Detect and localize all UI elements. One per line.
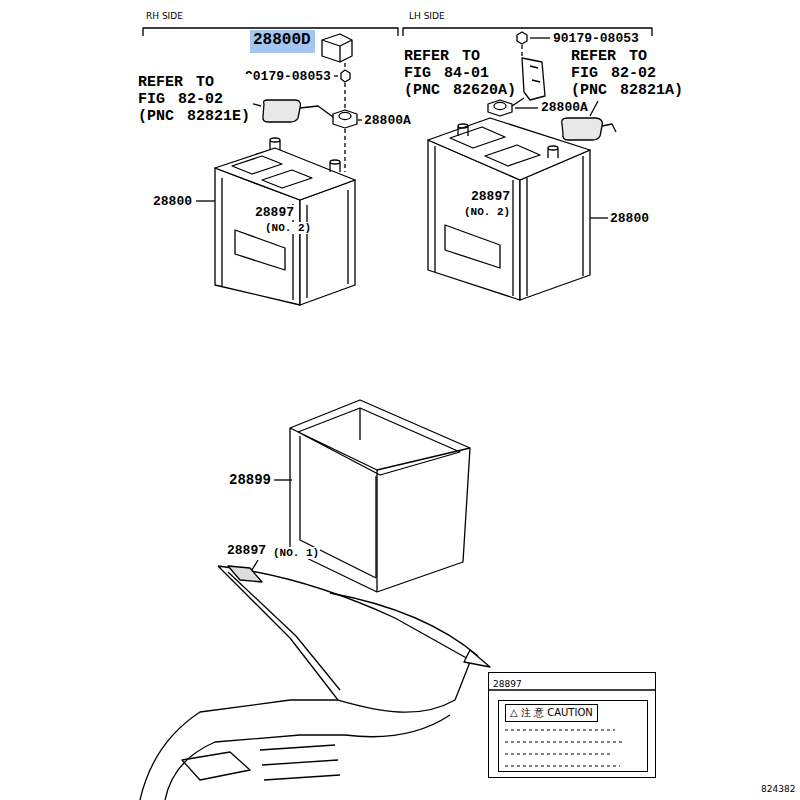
- caution-heading: △ 注 意 CAUTION: [505, 704, 598, 722]
- part-number: 28800A: [540, 100, 589, 115]
- terminal-cover: [322, 34, 352, 62]
- leader-line: [515, 107, 538, 108]
- side-heading: LH SIDE: [408, 11, 446, 21]
- cable-end: [562, 118, 603, 140]
- hood-sticker: [228, 566, 262, 582]
- figure-id: 824382: [760, 784, 796, 794]
- leader-line: [252, 560, 258, 570]
- part-number: 28897: [226, 543, 267, 558]
- part-number: 90179-08053: [244, 69, 332, 84]
- battery-terminal: [333, 110, 357, 128]
- leader-line: [530, 37, 550, 38]
- battery-terminal: [488, 100, 512, 116]
- label-text-lines: [505, 730, 625, 766]
- car-body: [140, 662, 470, 800]
- part-number: 28899: [228, 472, 272, 488]
- battery-post: [458, 124, 468, 136]
- cable-lead: [512, 98, 524, 106]
- label-part-number: 28897: [489, 677, 526, 691]
- part-number: 90179-08053: [552, 31, 640, 46]
- mounting-bracket: [522, 58, 545, 100]
- battery-tray: [290, 400, 470, 592]
- part-number: 28800: [152, 194, 193, 209]
- reference-note: REFER TO FIG 82-02 (PNC 82821A): [570, 48, 686, 99]
- nut: [517, 32, 527, 44]
- cable-end: [263, 100, 301, 122]
- battery-top: [428, 118, 590, 180]
- part-number: 28800D: [253, 31, 311, 49]
- battery-top: [215, 148, 355, 200]
- label-divider: [488, 689, 656, 690]
- callout-arrow: [330, 593, 478, 656]
- reference-note: REFER TO FIG 84-01 (PNC 82620A): [403, 48, 519, 99]
- cable-lead: [300, 106, 333, 117]
- battery-post: [548, 146, 558, 158]
- battery-label: [235, 230, 285, 270]
- battery-side: [300, 180, 355, 305]
- part-number: 28897: [470, 189, 511, 204]
- grille: [260, 745, 340, 780]
- leader-line: [590, 101, 598, 116]
- headlight: [182, 752, 250, 780]
- highlighted-part-number: 28800D: [250, 30, 315, 53]
- caution-label-frame: 28897 △ 注 意 CAUTION: [488, 672, 656, 778]
- leader-line: [274, 479, 292, 480]
- nut: [341, 70, 350, 82]
- battery-caps: [450, 127, 540, 166]
- battery-caps: [232, 156, 312, 188]
- leader-line: [196, 200, 215, 201]
- caution-label: △ 注 意 CAUTION: [498, 700, 648, 772]
- battery-ribs: [435, 146, 583, 296]
- side-heading: RH SIDE: [145, 11, 184, 21]
- leader-line: [590, 217, 608, 218]
- reference-note: REFER TO FIG 82-02 (PNC 82821E): [137, 74, 253, 125]
- battery-label: [445, 225, 500, 268]
- part-number: 28800: [609, 211, 650, 226]
- leader-line: [334, 75, 338, 76]
- hood: [218, 566, 470, 700]
- part-number: 28897: [254, 205, 295, 220]
- part-note: (NO. 2): [264, 222, 312, 234]
- arrow-head: [464, 650, 490, 667]
- dashed-line: [344, 63, 345, 172]
- tray-rim: [290, 408, 470, 592]
- battery-ribs: [222, 178, 348, 300]
- battery-post: [330, 160, 340, 172]
- car-body: [165, 715, 450, 800]
- cable-lead: [602, 124, 616, 132]
- battery-post: [270, 138, 280, 150]
- part-note: (NO. 2): [463, 206, 511, 218]
- part-note: (NO. 1): [272, 547, 320, 559]
- part-number: 28800A: [363, 113, 412, 128]
- dashed-line: [521, 45, 522, 57]
- leader-line: [358, 119, 362, 120]
